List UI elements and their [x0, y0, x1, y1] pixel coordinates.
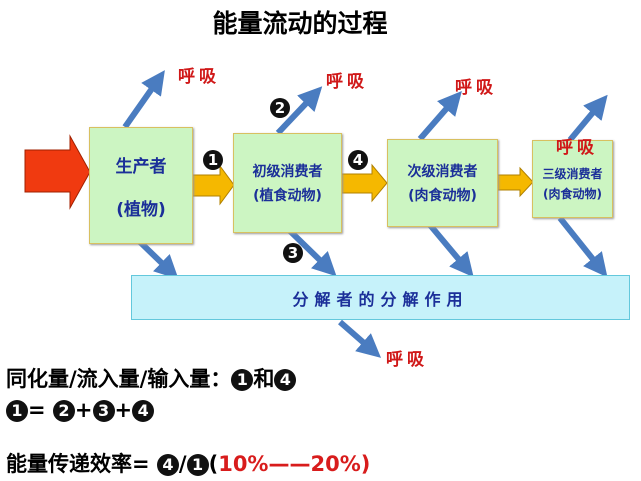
marker-2: 2 — [270, 98, 290, 118]
slash: / — [178, 452, 187, 476]
secondary-consumer-box: 次级消费者 (肉食动物) — [387, 139, 498, 227]
box-label: 三级消费者 — [542, 166, 603, 181]
flow-arrow-5 — [495, 166, 534, 198]
decomposer-arrow — [427, 223, 474, 278]
flow-arrow-4 — [339, 163, 388, 203]
marker-2: 2 — [52, 400, 75, 422]
respiration-arrow — [567, 94, 608, 142]
plus: + — [74, 398, 93, 422]
sunlight-input-arrow — [24, 134, 91, 210]
box-sublabel: (肉食动物) — [408, 188, 477, 204]
decomposer-respiration-arrow — [338, 319, 382, 358]
marker-4: 4 — [156, 454, 179, 476]
decomposer-arrow — [137, 239, 179, 280]
respiration-label: 呼吸 — [178, 67, 220, 87]
marker-3: 3 — [92, 400, 115, 422]
primary-consumer-box: 初级消费者 (植食动物) — [233, 133, 342, 233]
respiration-label: 呼吸 — [326, 72, 368, 92]
efficiency-line: 能量传递效率= 4/1(10%——20%) — [6, 448, 370, 478]
marker-3: 3 — [283, 243, 303, 263]
equation-line: 1= 2+3+4 — [6, 398, 155, 422]
paren: ( — [208, 452, 219, 476]
marker-1: 1 — [186, 454, 209, 476]
and-text: 和 — [253, 367, 275, 391]
box-label: 生产者 — [115, 156, 167, 177]
decomposer-arrow — [557, 216, 608, 278]
box-sublabel: (植物) — [116, 199, 166, 220]
producer-box: 生产者 (植物) — [89, 127, 193, 244]
respiration-arrow — [122, 70, 165, 129]
respiration-label: 呼吸 — [386, 350, 428, 370]
plus: + — [114, 398, 133, 422]
assimilation-text: 同化量/流入量/输入量： — [6, 367, 232, 391]
marker-4: 4 — [132, 400, 155, 422]
efficiency-text: 能量传递效率= — [6, 452, 150, 476]
marker-4: 4 — [274, 369, 297, 391]
marker-1: 1 — [203, 150, 223, 170]
decomposer-bar: 分解者的分解作用 — [131, 275, 630, 320]
decomposer-arrow — [287, 228, 337, 277]
flow-arrow-1 — [190, 164, 235, 206]
equals: = — [28, 398, 46, 422]
box-sublabel: (肉食动物) — [543, 186, 602, 201]
box-sublabel: (植食动物) — [253, 188, 322, 204]
box-label: 初级消费者 — [252, 164, 323, 180]
page-title: 能量流动的过程 — [212, 9, 388, 38]
efficiency-range: 10%——20%) — [218, 452, 371, 476]
tertiary-consumer-box: 三级消费者 (肉食动物) — [532, 140, 613, 218]
respiration-arrow — [275, 86, 323, 136]
respiration-label: 呼吸 — [455, 78, 497, 98]
respiration-label: 呼吸 — [556, 138, 598, 158]
marker-1: 1 — [6, 400, 28, 422]
box-label: 次级消费者 — [407, 164, 478, 180]
marker-1: 1 — [231, 369, 254, 391]
respiration-arrow — [417, 90, 462, 141]
marker-4: 4 — [348, 150, 368, 170]
